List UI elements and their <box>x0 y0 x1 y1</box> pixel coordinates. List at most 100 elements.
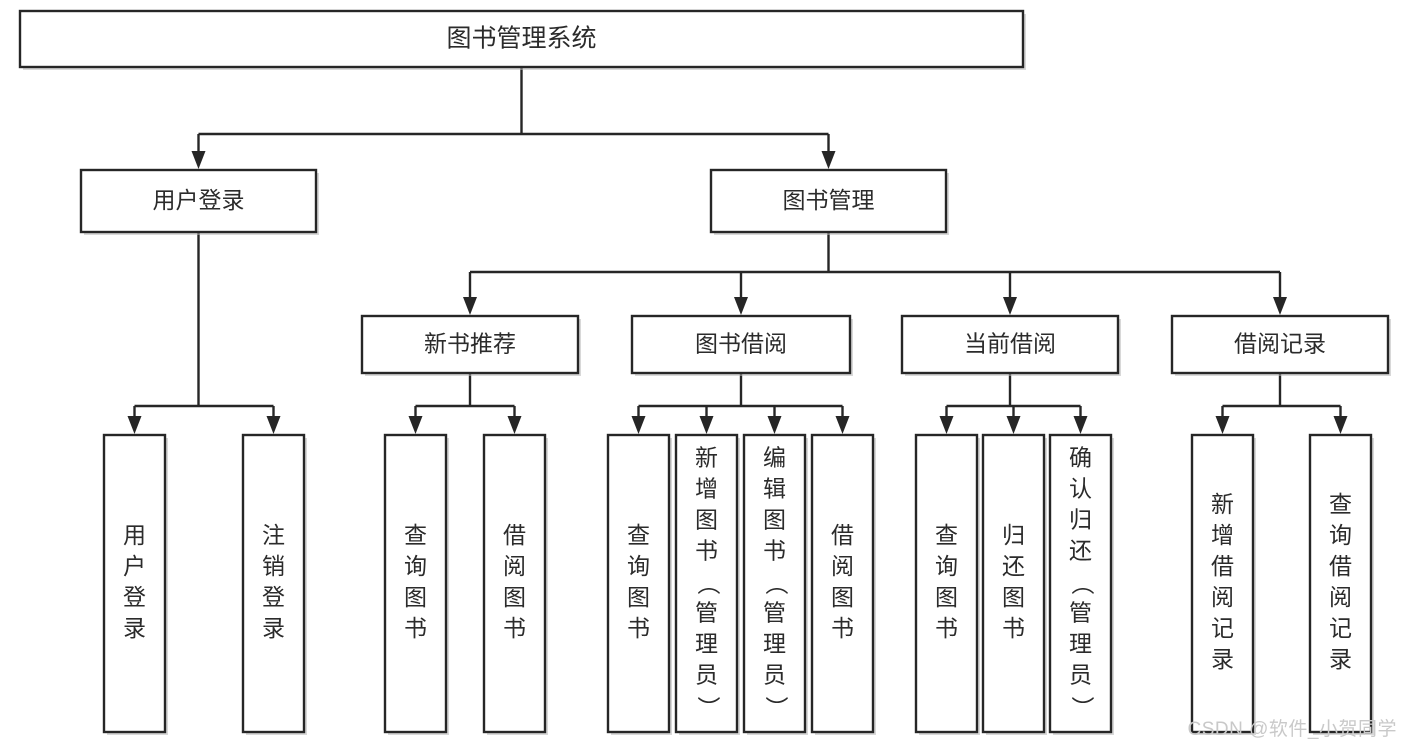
leaf-node-10-char: 理 <box>1069 631 1092 657</box>
level2-node-0-label: 用户登录 <box>153 187 245 213</box>
leaf-node-3-rect[interactable] <box>482 433 547 734</box>
level2-node-1-rect[interactable] <box>709 168 948 234</box>
leaf-node-6-char: 辑 <box>763 476 786 502</box>
leaf-node-11-char: 新 <box>1211 491 1234 517</box>
leaf-node-9-rect[interactable] <box>981 433 1046 734</box>
leaf-node-0-char: 户 <box>123 553 146 579</box>
leaf-node-4-char: 查 <box>627 522 650 548</box>
leaf-node-12-char: 借 <box>1329 553 1352 579</box>
leaf-node-6-char: 管 <box>763 600 786 626</box>
leaf-node-9-char: 还 <box>1002 553 1025 579</box>
level3-node-0-rect[interactable] <box>360 314 580 375</box>
arrow-head-icon <box>1333 416 1348 434</box>
leaf-node-0-char: 录 <box>123 615 146 641</box>
arrow-head-icon <box>1273 297 1287 315</box>
arrow-head-icon <box>821 151 836 169</box>
leaf-node-7-char: 书 <box>831 615 854 641</box>
leaf-node-5-rect[interactable] <box>674 433 739 734</box>
level2-node-0-rect[interactable] <box>79 168 318 234</box>
leaf-node-4-rect[interactable] <box>606 433 671 734</box>
arrow-head-icon <box>191 151 206 169</box>
level3-node-2[interactable]: 当前借阅 <box>900 314 1121 376</box>
leaf-node-1-rect[interactable] <box>241 433 306 734</box>
leaf-node-3-char: 阅 <box>503 553 526 579</box>
level3-node-3-rect[interactable] <box>1170 314 1390 375</box>
level3-node-0[interactable]: 新书推荐 <box>360 314 581 376</box>
root-node[interactable]: 图书管理系统 <box>18 9 1026 70</box>
arrow-head-icon <box>1006 416 1021 434</box>
leaf-node-6-char: 图 <box>763 507 786 533</box>
arrow-head-icon <box>631 416 646 434</box>
leaf-node-5-char: 员 <box>695 662 718 688</box>
leaf-node-10-rect[interactable] <box>1048 433 1113 734</box>
level3-node-0-label: 新书推荐 <box>424 331 516 357</box>
leaf-node-0-rect[interactable] <box>102 433 167 734</box>
edge-group-3 <box>408 373 522 434</box>
leaf-node-7-char: 阅 <box>831 553 854 579</box>
leaf-node-1-char: 销 <box>262 553 285 579</box>
level3-node-1-rect[interactable] <box>630 314 852 375</box>
arrow-head-icon <box>463 297 477 315</box>
leaf-node-2-char: 询 <box>404 553 427 579</box>
leaf-node-5-char: 书 <box>695 538 718 564</box>
level2-node-0[interactable]: 用户登录 <box>79 168 319 235</box>
leaf-node-2-char: 图 <box>404 584 427 610</box>
leaf-node-7-rect[interactable] <box>810 433 875 734</box>
level3-node-1[interactable]: 图书借阅 <box>630 314 853 376</box>
leaf-node-10-char: 还 <box>1069 538 1092 564</box>
leaf-node-9-char: 归 <box>1002 522 1025 548</box>
leaf-node-4-char: 图 <box>627 584 650 610</box>
edge-group-0 <box>191 67 836 169</box>
leaf-node-0-char: 登 <box>123 584 146 610</box>
leaf-node-1-char: 录 <box>262 615 285 641</box>
leaf-node-8-char: 书 <box>935 615 958 641</box>
leaf-node-11-char: 阅 <box>1211 584 1234 610</box>
arrow-head-icon <box>939 416 954 434</box>
leaf-node-0[interactable]: 用户登录 <box>102 433 168 735</box>
level3-node-3[interactable]: 借阅记录 <box>1170 314 1391 376</box>
leaf-node-11-char: 借 <box>1211 553 1234 579</box>
arrow-head-icon <box>408 416 423 434</box>
arrow-head-icon <box>266 416 281 434</box>
leaf-node-2-rect[interactable] <box>383 433 448 734</box>
level3-node-2-rect[interactable] <box>900 314 1120 375</box>
leaf-node-8-char: 查 <box>935 522 958 548</box>
leaf-node-8-char: 询 <box>935 553 958 579</box>
arrow-head-icon <box>767 416 782 434</box>
level3-node-2-label: 当前借阅 <box>964 331 1056 357</box>
leaf-node-3-char: 书 <box>503 615 526 641</box>
leaf-node-8-rect[interactable] <box>914 433 979 734</box>
leaf-node-12-char: 查 <box>1329 491 1352 517</box>
leaf-node-2-char: 书 <box>404 615 427 641</box>
level2-node-1[interactable]: 图书管理 <box>709 168 949 235</box>
root-node-rect[interactable] <box>18 9 1025 69</box>
leaf-node-6-rect[interactable] <box>742 433 807 734</box>
leaf-node-6-char: ） <box>763 696 789 719</box>
leaf-node-11-rect[interactable] <box>1190 433 1255 734</box>
arrow-head-icon <box>1003 297 1017 315</box>
leaf-node-9-char: 书 <box>1002 615 1025 641</box>
leaf-node-6-char: 书 <box>763 538 786 564</box>
leaf-node-10-char: ） <box>1069 696 1095 719</box>
arrow-head-icon <box>1215 416 1230 434</box>
arrow-head-icon <box>1073 416 1088 434</box>
leaf-node-12-char: 录 <box>1329 646 1352 672</box>
leaf-node-12-char: 记 <box>1329 615 1352 641</box>
leaf-node-3-char: 借 <box>503 522 526 548</box>
leaf-node-10-char: 确 <box>1069 445 1092 471</box>
leaf-node-11-char: 录 <box>1211 646 1234 672</box>
leaf-node-12-rect[interactable] <box>1308 433 1373 734</box>
